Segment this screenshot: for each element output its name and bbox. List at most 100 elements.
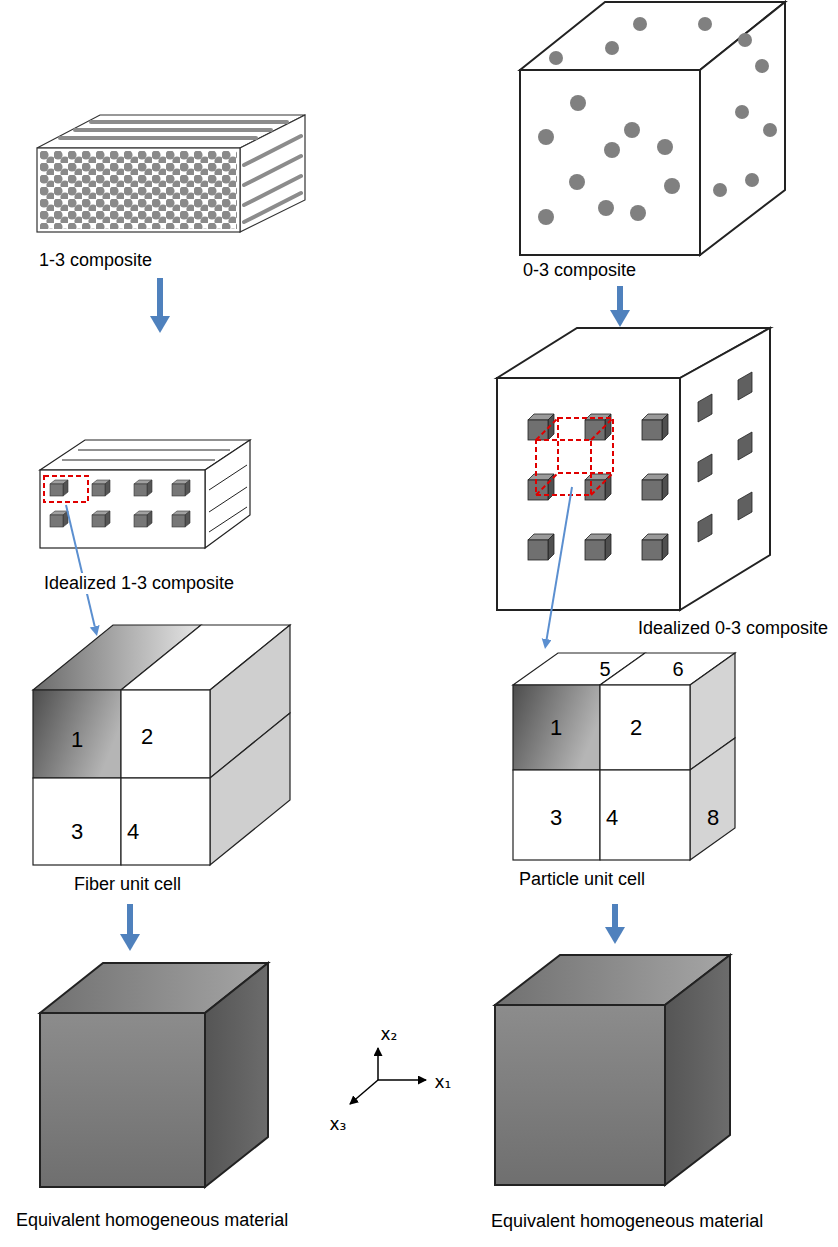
idealized-particle-figure <box>698 454 712 482</box>
particle-composite-figure <box>698 17 712 31</box>
particle-composite-figure <box>604 142 620 158</box>
cell-number: 6 <box>672 659 683 679</box>
caption: Equivalent homogeneous material <box>15 1210 289 1231</box>
figure-panel: Equivalent homogeneous material <box>485 948 835 1238</box>
cell-number: 3 <box>550 807 562 829</box>
cell-number: 4 <box>606 807 618 829</box>
particle-composite-figure <box>745 173 759 187</box>
caption: Fiber unit cell <box>73 874 182 895</box>
axis-label: x₂ <box>381 1026 398 1043</box>
homogeneous-cube <box>205 963 268 1187</box>
homogeneous-cube <box>495 1005 665 1185</box>
particle-composite-figure <box>569 174 585 190</box>
fiber-composite-figure <box>37 148 240 232</box>
selection-cube <box>536 440 591 495</box>
axis-triad <box>378 1079 426 1081</box>
particle-composite-figure <box>664 178 680 194</box>
idealized-fiber-figure <box>62 460 215 461</box>
cell-number: 4 <box>127 821 139 843</box>
particle-composite-figure <box>755 59 769 73</box>
idealized-particle-figure <box>497 378 680 610</box>
caption: 1-3 composite <box>38 250 153 271</box>
idealized-particle-figure <box>738 492 752 520</box>
fiber-unit-cell-figure <box>121 690 210 778</box>
fiber-unit-cell-figure <box>121 778 210 865</box>
idealized-particle-figure <box>642 534 668 560</box>
particle-composite-figure <box>624 122 640 138</box>
axis-triad <box>377 1048 379 1080</box>
fiber-composite-figure <box>240 115 305 232</box>
fiber-composite-figure <box>75 128 271 132</box>
idealized-particle-figure <box>497 328 770 610</box>
selection-box <box>44 476 88 502</box>
idealized-particle-figure <box>528 474 554 500</box>
particle-unit-cell-figure <box>690 738 735 860</box>
fiber-composite-figure <box>40 151 237 229</box>
idealized-particle-figure <box>698 394 712 422</box>
figure-panel: Idealized 1-3 composite <box>35 335 265 595</box>
fiber-unit-cell-figure <box>33 625 290 865</box>
particle-unit-cell-figure <box>513 685 600 770</box>
selection-cube <box>591 473 613 495</box>
cell-number: 8 <box>707 807 719 829</box>
particle-composite-figure <box>605 41 619 55</box>
flow-arrow <box>612 904 618 927</box>
homogeneous-cube <box>40 1013 205 1187</box>
figure-panel: 1-3 composite <box>30 108 315 272</box>
idealized-fiber-figure <box>209 465 247 490</box>
particle-composite-figure <box>763 123 777 137</box>
cell-number: 1 <box>550 717 562 739</box>
idealized-fiber-figure <box>205 440 250 548</box>
flow-arrow <box>66 505 95 626</box>
particle-unit-cell-figure <box>600 770 690 860</box>
cell-number: 5 <box>599 659 610 679</box>
cell-number: 2 <box>141 726 153 748</box>
fiber-unit-cell-figure <box>33 690 121 778</box>
flow-arrow <box>127 904 133 934</box>
idealized-fiber-figure <box>134 511 152 527</box>
idealized-fiber-figure <box>50 511 68 527</box>
figure-panel: Fiber unit cell <box>28 620 300 900</box>
idealized-particle-figure <box>698 372 752 542</box>
caption: Idealized 0-3 composite <box>637 618 829 639</box>
fiber-unit-cell-figure <box>33 778 121 865</box>
caption: 0-3 composite <box>522 260 637 281</box>
particle-composite-figure <box>700 2 785 255</box>
fiber-unit-cell-figure <box>210 713 290 865</box>
selection-cube <box>591 418 613 440</box>
figure-panel: 0-3 composite <box>512 0 802 282</box>
particle-composite-figure <box>598 200 614 216</box>
idealized-fiber-figure <box>172 511 190 527</box>
flow-arrow <box>547 487 572 639</box>
idealized-particle-figure <box>642 474 668 500</box>
particle-composite-figure <box>735 105 749 119</box>
flow-arrow <box>617 286 623 310</box>
figure-panel: Equivalent homogeneous material <box>10 955 300 1235</box>
flow-arrow <box>157 278 163 316</box>
idealized-particle-figure <box>642 414 668 440</box>
particle-composite-figure <box>738 33 752 47</box>
axis-triad <box>350 1048 426 1104</box>
idealized-particle-figure <box>738 372 752 400</box>
particle-composite-figure <box>520 70 700 255</box>
cell-number: 1 <box>71 729 83 751</box>
particle-composite-figure <box>633 17 647 31</box>
idealized-particle-figure <box>528 534 554 560</box>
idealized-fiber-figure <box>78 450 230 451</box>
particle-composite-figure <box>538 209 554 225</box>
selection-cube <box>536 418 613 495</box>
particle-composite-figure <box>520 2 785 255</box>
idealized-fiber-figure <box>92 480 110 496</box>
fiber-composite-figure <box>91 120 287 124</box>
idealized-particle-figure <box>738 432 752 460</box>
idealized-fiber-figure <box>209 507 247 532</box>
particle-unit-cell-figure <box>513 770 600 860</box>
idealized-fiber-figure <box>40 470 205 548</box>
idealized-fiber-figure <box>134 480 152 496</box>
fiber-composite-figure <box>37 115 305 232</box>
fiber-composite-figure <box>244 193 301 222</box>
fiber-composite-figure <box>244 176 301 205</box>
particle-composite-figure <box>549 51 563 65</box>
caption: Equivalent homogeneous material <box>490 1211 764 1232</box>
cell-number: 3 <box>71 821 83 843</box>
